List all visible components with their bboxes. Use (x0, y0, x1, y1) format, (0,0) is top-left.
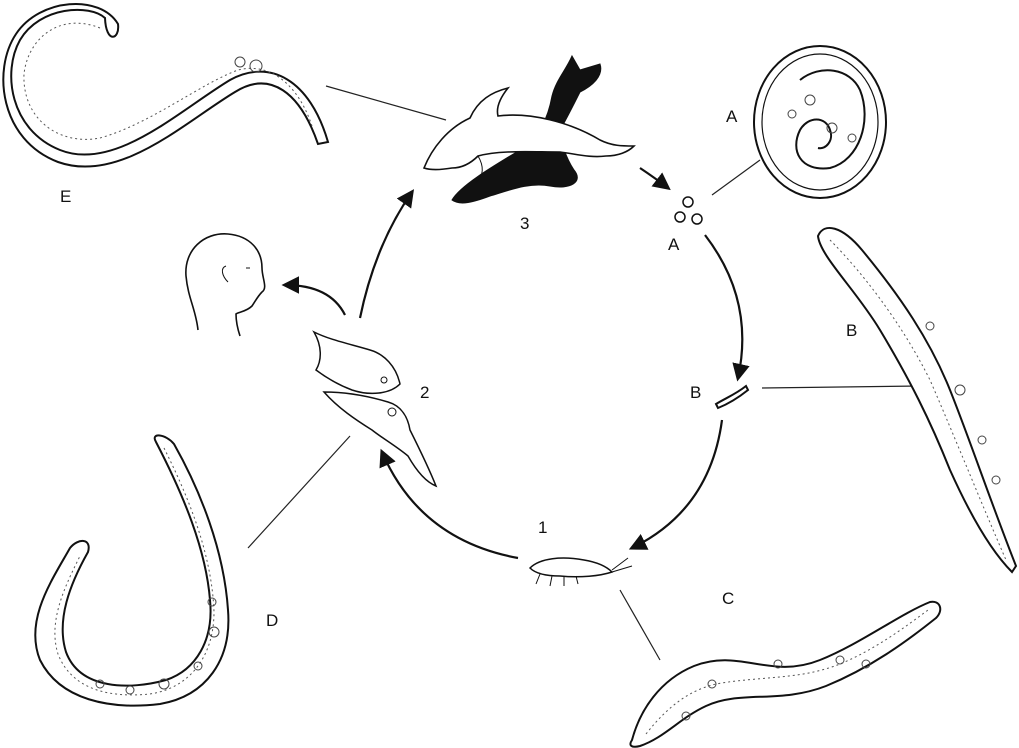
fish-and-squid-icon: 2 (314, 332, 436, 486)
label-d: D (266, 611, 278, 630)
label-b-small: B (690, 383, 701, 402)
label-stage-1: 1 (538, 518, 547, 537)
leader-d (248, 436, 350, 548)
label-a-small: A (668, 235, 680, 254)
arrow-larva-b-to-crustacean (632, 420, 722, 548)
arrow-crustacean-to-fish (382, 452, 518, 558)
human-head-icon (186, 234, 265, 336)
larva-d: D (35, 435, 278, 705)
egg-icon (692, 214, 702, 224)
arrow-3-to-eggs (640, 168, 668, 188)
crustacean-icon: 1 (530, 518, 632, 586)
arrow-fish-to-human (285, 285, 345, 315)
egg-icon (675, 212, 685, 222)
leader-e (326, 86, 446, 120)
label-b-large: B (846, 321, 857, 340)
larva-b-large: B (818, 228, 1016, 572)
leader-b (762, 386, 920, 388)
egg-large-a: A (726, 46, 886, 198)
dolphin-and-seal-icon: 3 (424, 56, 634, 233)
fish-icon (314, 332, 400, 393)
label-c: C (722, 589, 734, 608)
egg-icon (683, 197, 693, 207)
label-stage-3: 3 (520, 214, 529, 233)
label-e: E (60, 187, 71, 206)
adult-worm-e: E (3, 4, 328, 206)
arrow-fish-to-dolphin (360, 192, 412, 318)
label-a-large: A (726, 107, 738, 126)
leader-c (620, 590, 660, 660)
eggs-small: A (668, 197, 702, 254)
larva-b-small: B (690, 383, 748, 408)
label-stage-2: 2 (420, 383, 429, 402)
squid-icon (324, 392, 436, 486)
arrow-eggs-to-larva-b (705, 235, 742, 378)
leader-a (712, 160, 760, 195)
larva-c: C (630, 589, 940, 747)
